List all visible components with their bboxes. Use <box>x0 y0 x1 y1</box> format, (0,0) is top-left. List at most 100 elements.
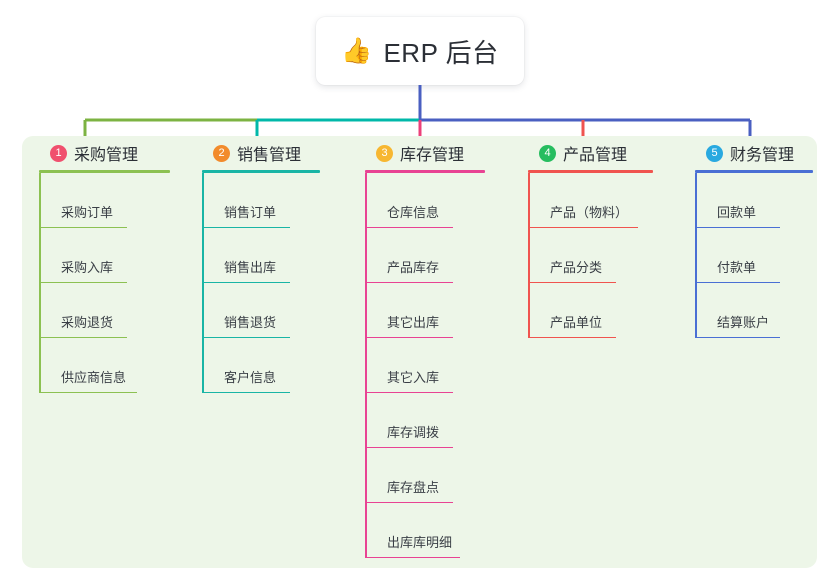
column-container: 1 采购管理采购订单采购入库采购退货供应商信息 2 销售管理销售订单销售出库销售退货客… <box>22 136 817 568</box>
column-rule-5 <box>695 170 813 173</box>
column-rule-3 <box>365 170 485 173</box>
list-item[interactable]: 产品（物料） <box>528 173 675 228</box>
column-header-4[interactable]: 4 产品管理 <box>525 136 675 170</box>
list-item-label: 结算账户 <box>717 315 770 330</box>
list-item-rule <box>695 336 780 338</box>
column-rule-4 <box>528 170 653 173</box>
column-title-3: 库存管理 <box>400 147 465 164</box>
column-header-3[interactable]: 3 库存管理 <box>362 136 512 170</box>
item-list-3: 仓库信息产品库存其它出库其它入库库存调拨库存盘点出库库明细 <box>365 173 512 558</box>
list-item-rule <box>202 226 290 228</box>
column-header-5[interactable]: 5 财务管理 <box>692 136 839 170</box>
list-item[interactable]: 客户信息 <box>202 338 349 393</box>
list-item-rule <box>39 336 127 338</box>
list-item-label: 销售订单 <box>224 205 277 220</box>
column-4: 4 产品管理产品（物料） 产品分类产品单位 <box>525 136 675 338</box>
list-item[interactable]: 结算账户 <box>695 283 839 338</box>
list-item-label: 客户信息 <box>224 370 277 385</box>
list-item[interactable]: 供应商信息 <box>39 338 186 393</box>
list-item-label: 供应商信息 <box>61 370 127 385</box>
list-item-label: 采购入库 <box>61 260 114 275</box>
list-item-label: 产品分类 <box>550 260 603 275</box>
list-item[interactable]: 产品单位 <box>528 283 675 338</box>
root-title: ERP 后台 <box>383 37 499 68</box>
list-item[interactable]: 采购退货 <box>39 283 186 338</box>
list-item-label: 销售出库 <box>224 260 277 275</box>
list-item[interactable]: 销售出库 <box>202 228 349 283</box>
list-item-label: 付款单 <box>717 260 757 275</box>
column-header-2[interactable]: 2 销售管理 <box>199 136 349 170</box>
list-item[interactable]: 产品库存 <box>365 228 512 283</box>
item-list-5: 回款单付款单结算账户 <box>695 173 839 338</box>
list-item-rule <box>39 391 137 393</box>
list-item-rule <box>365 281 453 283</box>
column-1: 1 采购管理采购订单采购入库采购退货供应商信息 <box>36 136 186 393</box>
list-item[interactable]: 产品分类 <box>528 228 675 283</box>
list-item[interactable]: 库存盘点 <box>365 448 512 503</box>
column-title-4: 产品管理 <box>563 147 628 164</box>
column-badge-2: 2 <box>213 144 230 162</box>
list-item-rule <box>528 336 616 338</box>
column-2: 2 销售管理销售订单销售出库销售退货客户信息 <box>199 136 349 393</box>
list-item-rule <box>695 226 780 228</box>
column-rule-2 <box>202 170 320 173</box>
list-item-rule <box>695 281 780 283</box>
list-item[interactable]: 采购入库 <box>39 228 186 283</box>
column-5: 5 财务管理回款单付款单结算账户 <box>692 136 839 338</box>
list-item-rule <box>202 391 290 393</box>
item-list-2: 销售订单销售出库销售退货客户信息 <box>202 173 349 393</box>
list-item[interactable]: 仓库信息 <box>365 173 512 228</box>
column-trunk-2 <box>202 173 204 393</box>
list-item-label: 出库库明细 <box>387 535 453 550</box>
list-item-label: 产品（物料） <box>550 205 629 220</box>
item-list-4: 产品（物料） 产品分类产品单位 <box>528 173 675 338</box>
list-item-rule <box>365 556 460 558</box>
list-item-label: 回款单 <box>717 205 757 220</box>
column-trunk-1 <box>39 173 41 393</box>
list-item-label: 仓库信息 <box>387 205 440 220</box>
list-item-rule <box>365 336 453 338</box>
list-item[interactable]: 出库库明细 <box>365 503 512 558</box>
list-item[interactable]: 其它入库 <box>365 338 512 393</box>
list-item-label: 产品库存 <box>387 260 440 275</box>
list-item-rule <box>528 281 616 283</box>
thumbs-up-icon: 👍 <box>341 36 373 65</box>
column-badge-1: 1 <box>50 144 67 162</box>
list-item[interactable]: 付款单 <box>695 228 839 283</box>
column-trunk-3 <box>365 173 367 558</box>
list-item[interactable]: 采购订单 <box>39 173 186 228</box>
content-panel <box>22 136 817 568</box>
column-3: 3 库存管理仓库信息产品库存其它出库其它入库库存调拨库存盘点出库库明细 <box>362 136 512 558</box>
list-item-label: 采购订单 <box>61 205 114 220</box>
column-rule-1 <box>39 170 170 173</box>
list-item-label: 库存调拨 <box>387 425 440 440</box>
column-badge-3: 3 <box>376 144 393 162</box>
list-item[interactable]: 销售订单 <box>202 173 349 228</box>
column-trunk-5 <box>695 173 697 338</box>
list-item-label: 其它入库 <box>387 370 440 385</box>
list-item-rule <box>365 446 453 448</box>
column-title-1: 采购管理 <box>74 147 139 164</box>
list-item-rule <box>202 336 290 338</box>
column-title-5: 财务管理 <box>730 147 795 164</box>
list-item[interactable]: 回款单 <box>695 173 839 228</box>
column-title-2: 销售管理 <box>237 147 302 164</box>
list-item-rule <box>365 391 453 393</box>
column-header-1[interactable]: 1 采购管理 <box>36 136 186 170</box>
list-item-label: 采购退货 <box>61 315 114 330</box>
column-trunk-4 <box>528 173 530 338</box>
column-badge-5: 5 <box>706 144 723 162</box>
column-badge-4: 4 <box>539 144 556 162</box>
list-item-label: 销售退货 <box>224 315 277 330</box>
list-item-rule <box>202 281 290 283</box>
list-item-label: 其它出库 <box>387 315 440 330</box>
root-node[interactable]: 👍 ERP 后台 <box>316 17 524 85</box>
list-item-label: 库存盘点 <box>387 480 440 495</box>
list-item[interactable]: 其它出库 <box>365 283 512 338</box>
list-item[interactable]: 销售退货 <box>202 283 349 338</box>
list-item-label: 产品单位 <box>550 315 603 330</box>
list-item-rule <box>39 226 127 228</box>
list-item-rule <box>39 281 127 283</box>
list-item[interactable]: 库存调拨 <box>365 393 512 448</box>
